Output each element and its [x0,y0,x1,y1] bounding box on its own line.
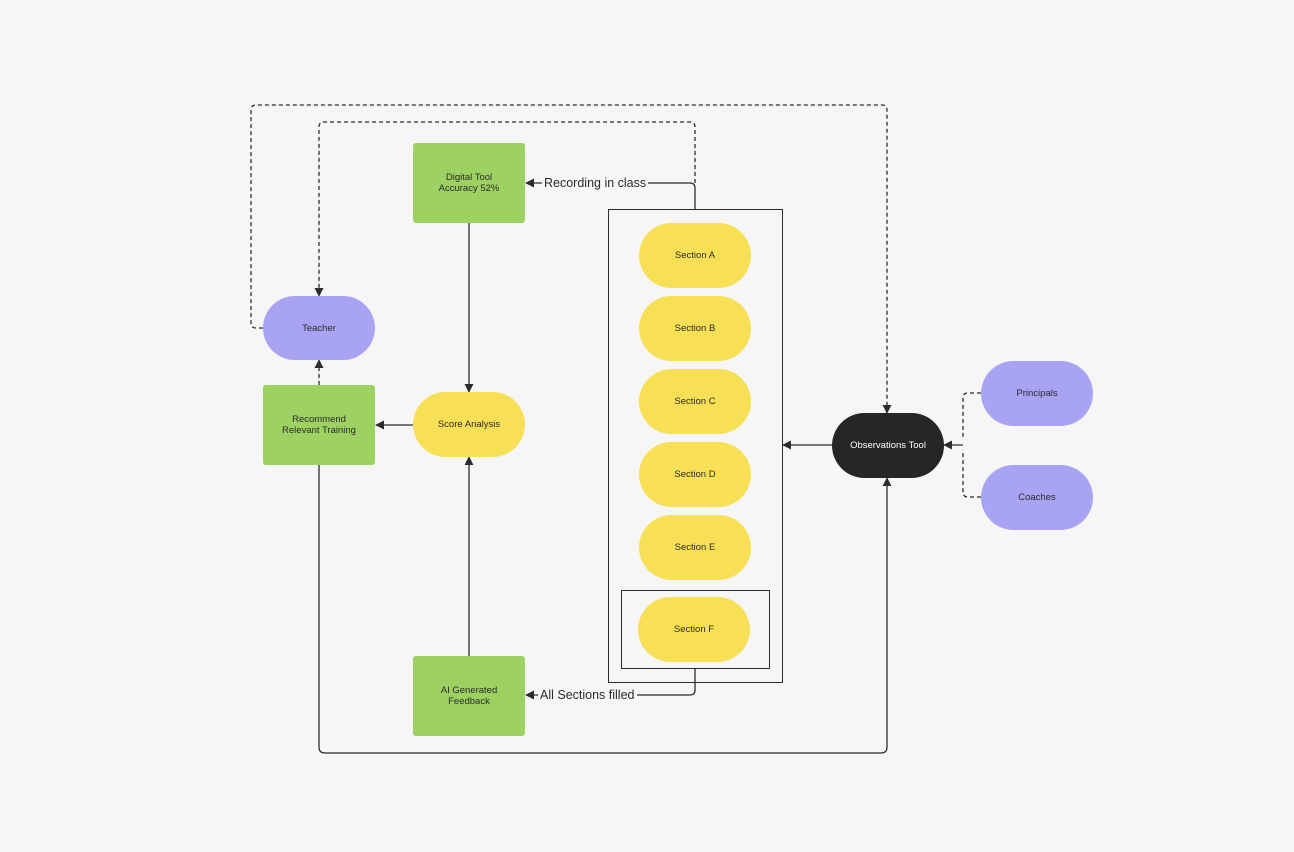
section-e-node[interactable]: Section E [639,515,751,580]
edge-recommend-to-observations [318,465,892,754]
edge-all-sections-filled [525,669,696,700]
edge-coaches-to-observations [962,450,981,498]
principals-node[interactable]: Principals [981,361,1093,426]
digital-tool-node[interactable]: Digital Tool Accuracy 52% [413,143,525,223]
section-f-highlight-box [621,590,770,669]
section-a-node[interactable]: Section A [639,223,751,288]
edge-container-to-teacher [314,121,696,297]
edge-label-recording-in-class: Recording in class [542,176,649,190]
coaches-node[interactable]: Coaches [981,465,1093,530]
sections-container [608,209,783,683]
section-c-node[interactable]: Section C [639,369,751,434]
edge-recording-in-class [525,178,696,209]
teacher-node[interactable]: Teacher [263,296,375,360]
ai-feedback-node[interactable]: AI Generated Feedback [413,656,525,736]
recommend-training-node[interactable]: Recommend Relevant Training [263,385,375,465]
edge-teacher-to-observations [250,104,892,414]
section-f-node[interactable]: Section F [638,597,750,662]
edge-label-all-sections-filled: All Sections filled [538,688,637,702]
section-b-node[interactable]: Section B [639,296,751,361]
observations-tool-node[interactable]: Observations Tool [832,413,944,478]
section-d-node[interactable]: Section D [639,442,751,507]
score-analysis-node[interactable]: Score Analysis [413,392,525,457]
edge-principals-to-observations [962,392,981,440]
